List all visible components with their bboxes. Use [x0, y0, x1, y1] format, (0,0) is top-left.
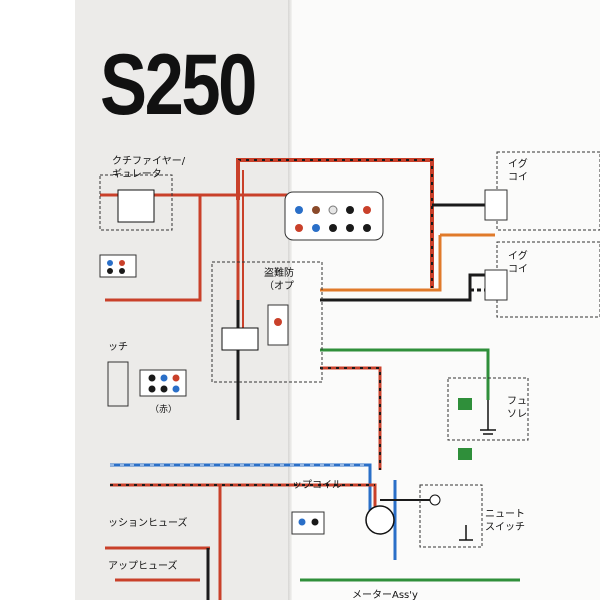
antitheft-box — [211, 261, 323, 383]
connector-icon — [484, 189, 508, 301]
connector-icon — [267, 304, 289, 346]
wire-green — [320, 348, 490, 400]
ignition-coil-2-label-1: イグ — [508, 251, 528, 262]
ignition-coil-1-label-1: イグ — [508, 159, 528, 170]
ig2-box — [496, 241, 600, 318]
wire-red-black-top-stripe — [237, 159, 433, 288]
wire-red-drop — [105, 195, 202, 302]
lamp-icon — [458, 448, 472, 460]
antitheft-module — [221, 327, 259, 351]
rectifier-box — [99, 174, 173, 231]
rectifier-label-2: ギュレータ — [112, 169, 162, 180]
neutral-switch-box — [419, 484, 483, 548]
wire-red-black-pickup-stripe — [320, 367, 381, 470]
lamp-icon — [458, 398, 472, 410]
connector-icon — [99, 254, 137, 278]
switch-label: ッチ — [108, 342, 128, 353]
neutral-switch-icon — [429, 494, 441, 506]
antitheft-label-2: （オプ — [264, 281, 294, 292]
components — [99, 151, 600, 548]
antitheft-label-1: 盗難防 — [264, 268, 294, 279]
wire-black-ig2 — [320, 273, 495, 302]
neutral-switch-label-2: スイッチ — [485, 522, 525, 533]
connector-color-label: （赤） — [150, 405, 178, 415]
backup-fuse-label: アップヒューズ — [108, 561, 178, 572]
neutral-switch-label-1: ニュート — [485, 509, 525, 520]
rectifier-label-1: クチファイヤー/ — [112, 156, 186, 167]
rectifier-body — [117, 189, 155, 223]
pickup-coil-label: ップコイル — [292, 480, 342, 491]
switch-box — [107, 361, 129, 407]
fuel-solenoid-box — [447, 377, 529, 441]
ignition-fuse-label: ッションヒューズ — [108, 518, 188, 529]
wire-orange-ig2 — [320, 235, 442, 292]
main-connector — [284, 191, 384, 241]
meter-assy-label: メーターAss'y — [352, 590, 418, 601]
model-title: S250 — [100, 37, 257, 133]
connector-icon — [291, 511, 325, 535]
fuel-solenoid-label-2: ソレ — [507, 409, 527, 420]
ground-icon — [459, 400, 496, 541]
ignition-coil-2-label-2: コイ — [508, 264, 528, 275]
page-fold — [288, 0, 292, 600]
wire-red-black-pickup — [320, 366, 382, 470]
coil-icon — [365, 505, 395, 535]
connector-icon — [139, 369, 187, 397]
ignition-coil-1-label-2: コイ — [508, 172, 528, 183]
wire-blue-main — [110, 463, 372, 520]
fuel-solenoid-label-1: フュ — [507, 396, 527, 407]
